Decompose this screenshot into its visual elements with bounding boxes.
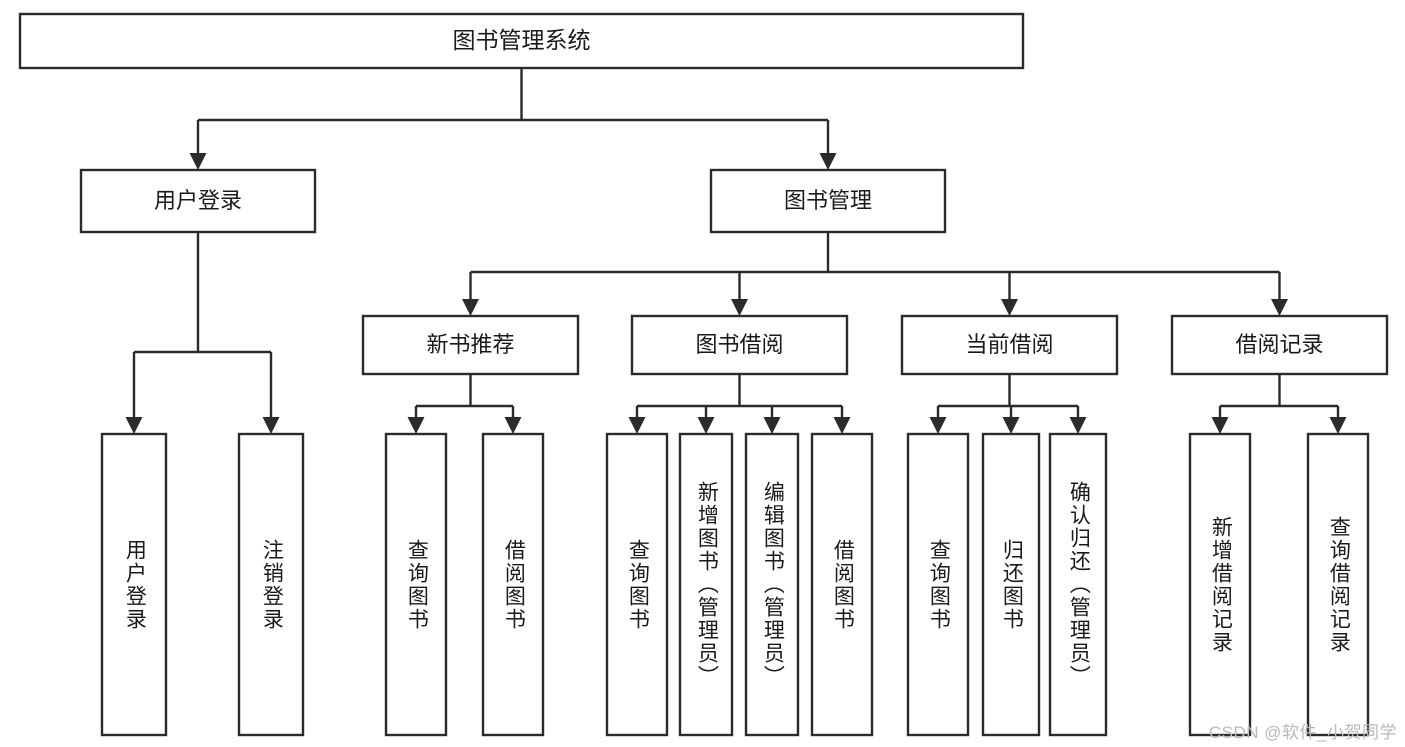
root-node-book-management-system-label: 图书管理系统 <box>453 27 591 53</box>
level3-node-3-box[interactable] <box>1170 314 1389 376</box>
edge-borrow-record-arrow-0 <box>1211 417 1229 434</box>
level2-node-1-box[interactable] <box>709 168 947 234</box>
level3-node-1-box[interactable] <box>630 314 849 376</box>
edge-current-borrow-arrow-2 <box>1069 417 1087 434</box>
leaf-node-2-box[interactable] <box>384 432 448 737</box>
level2-node-0-box[interactable] <box>79 168 317 234</box>
level3-node-3-label: 借阅记录 <box>1235 332 1323 357</box>
leaf-node-8-box[interactable] <box>906 432 970 737</box>
edge-book-borrow-arrow-2 <box>763 417 781 434</box>
edge-user-login-arrow-0 <box>125 417 143 434</box>
csdn-watermark: CSDN @软件_小贺同学 <box>1208 723 1397 742</box>
edge-borrow-record-arrow-1 <box>1329 417 1347 434</box>
leaf-node-3-box[interactable] <box>481 432 545 737</box>
level3-node-1-label: 图书借阅 <box>695 332 783 357</box>
leaf-node-12-box[interactable] <box>1306 432 1370 737</box>
level3-node-0-label: 新书推荐 <box>426 332 514 357</box>
edge-new-book-rec-arrow-1 <box>504 417 522 434</box>
edge-root-arrow-0 <box>189 153 207 170</box>
leaf-node-10-box[interactable] <box>1048 432 1108 737</box>
edge-current-borrow-arrow-1 <box>1002 417 1020 434</box>
leaf-node-4-box[interactable] <box>605 432 669 737</box>
level3-node-0-box[interactable] <box>361 314 580 376</box>
leaf-node-9-box[interactable] <box>981 432 1041 737</box>
edge-book-mgmt-arrow-2 <box>1001 299 1018 316</box>
edge-book-mgmt-arrow-0 <box>462 299 479 316</box>
edge-book-borrow-arrow-3 <box>833 417 851 434</box>
leaf-node-6-box[interactable] <box>744 432 800 737</box>
leaf-node-11-box[interactable] <box>1188 432 1252 737</box>
edge-current-borrow-arrow-0 <box>929 417 947 434</box>
level3-node-2-label: 当前借阅 <box>965 332 1053 357</box>
level2-node-0-label: 用户登录 <box>154 188 242 213</box>
edge-book-mgmt-arrow-3 <box>1271 299 1288 316</box>
leaf-node-7-box[interactable] <box>810 432 874 737</box>
root-node-book-management-system-box[interactable] <box>18 12 1025 70</box>
leaf-node-0-box[interactable] <box>100 432 168 737</box>
leaf-node-5-box[interactable] <box>678 432 734 737</box>
level2-node-1-label: 图书管理 <box>784 188 872 213</box>
edge-book-mgmt-arrow-1 <box>731 299 748 316</box>
edge-book-borrow-arrow-1 <box>697 417 715 434</box>
leaf-node-1-box[interactable] <box>237 432 305 737</box>
node-boxes-layer <box>18 12 1389 737</box>
edge-book-borrow-arrow-0 <box>628 417 646 434</box>
level3-node-2-box[interactable] <box>900 314 1119 376</box>
connectors-layer <box>125 68 1347 434</box>
edge-user-login-arrow-1 <box>262 417 280 434</box>
edge-root-arrow-1 <box>819 153 837 170</box>
edge-new-book-rec-arrow-0 <box>407 417 425 434</box>
